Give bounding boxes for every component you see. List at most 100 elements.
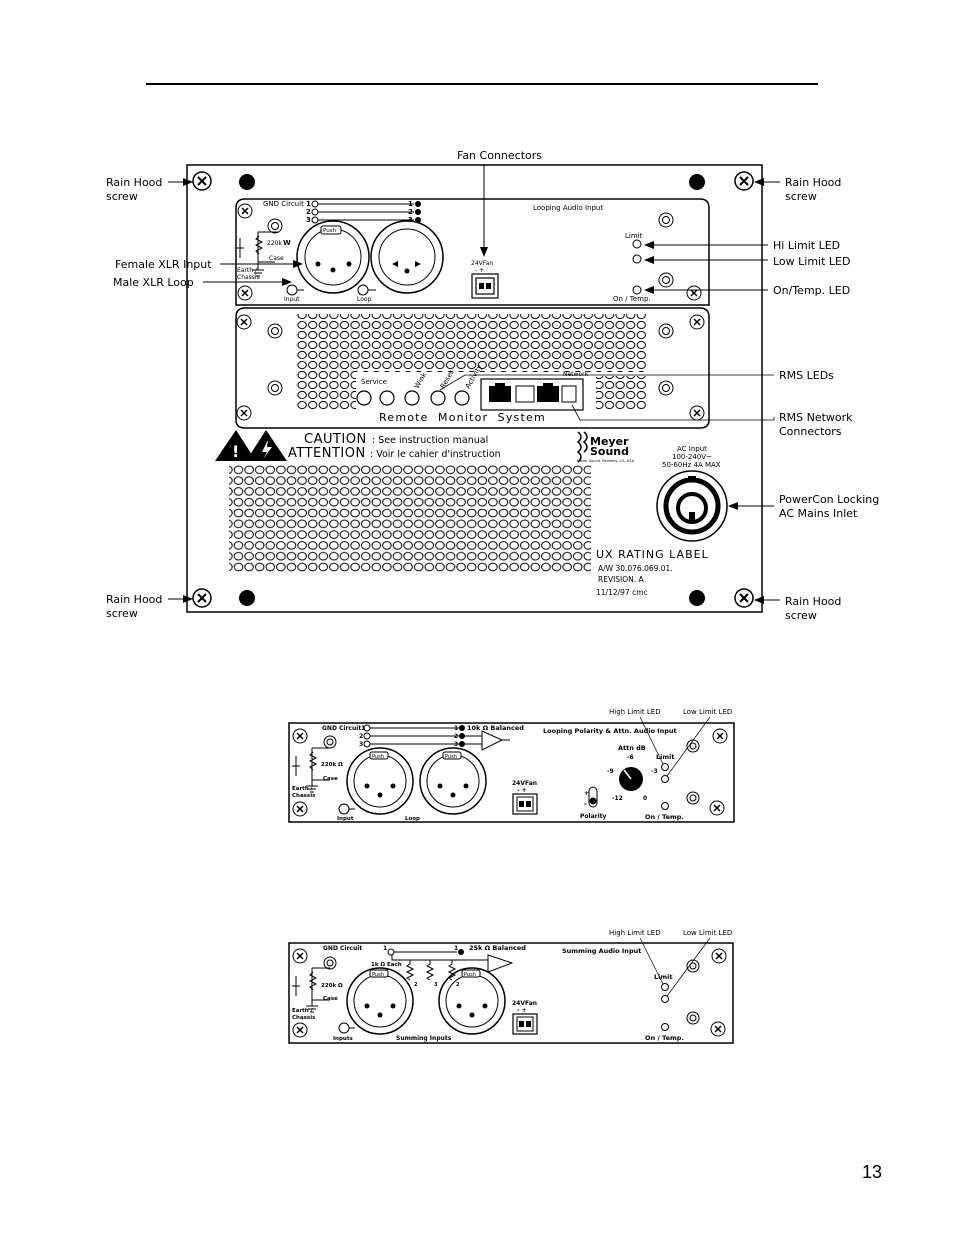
- screw-icon: [237, 285, 253, 301]
- resistor-label: 220k Ω: [321, 762, 343, 768]
- push-label: Push: [445, 754, 457, 760]
- pin-dot-icon: [415, 201, 421, 207]
- ux-rating-label: UX RATING LABEL: [596, 548, 709, 561]
- fan-24v-label: 24VFan: [512, 780, 537, 787]
- rain-hood-screw-tl: screw: [106, 190, 138, 203]
- gnd-circuit-label: GND Circuit: [322, 725, 361, 732]
- gnd-circuit-label: GND Circuit: [323, 945, 362, 952]
- pin-ring-icon: [311, 208, 319, 216]
- mount-ring-icon: [658, 323, 674, 339]
- limit-label: Limit: [625, 232, 643, 240]
- high-limit-led: [661, 983, 669, 991]
- pin-number: 2: [456, 982, 460, 988]
- mount-hole-icon: [239, 590, 255, 606]
- caution-triangle-icon: [215, 430, 256, 461]
- mount-ring-icon: [267, 218, 283, 234]
- network-label: Network: [563, 371, 589, 378]
- mount-ring-icon: [689, 1014, 697, 1022]
- fan-polarity-label: - +: [517, 1007, 527, 1014]
- pin-number: 1: [361, 725, 365, 732]
- fan-polarity-label: - +: [475, 267, 484, 274]
- pin-number: 1: [454, 945, 458, 952]
- female-xlr-input-callout: Female XLR Input: [115, 258, 212, 271]
- figure-2-polarity-attn-module: GND Circuit 1 2 3 1 2 3 10k Ω Balanced L…: [288, 708, 735, 823]
- rain-hood-screw-icon: [192, 588, 212, 608]
- rain-hood-screw-bl: screw: [106, 607, 138, 620]
- low-limit-leader: [666, 716, 711, 777]
- pin-number: 2: [306, 208, 311, 216]
- screw-icon: [292, 801, 308, 817]
- screw-icon: [236, 405, 252, 421]
- figure-1-rear-panel: GND Circuit 1 2 3 1 2 3 220k W Case Eart…: [106, 149, 879, 622]
- female-xlr-input-connector: Push: [296, 220, 370, 294]
- case-label: Case: [269, 255, 284, 262]
- female-xlr-input-connector-2: Push: [438, 967, 506, 1035]
- mount-ring-icon: [271, 222, 279, 230]
- ac-input-label: AC Input: [677, 445, 707, 453]
- mount-hole-icon: [239, 174, 255, 190]
- on-temp-led: [661, 802, 669, 810]
- looping-audio-input-label: Looping Audio Input: [533, 204, 603, 212]
- mount-ring-icon: [689, 794, 697, 802]
- ac-volts-label: 100-240V~: [672, 453, 712, 461]
- rms-leds-leader: [439, 374, 466, 391]
- rms-vent-grille: [594, 376, 646, 410]
- mount-ring-icon: [323, 735, 337, 749]
- mount-ring-icon: [267, 380, 283, 396]
- loop-jack-icon: [357, 284, 376, 296]
- input-label: Input: [337, 816, 354, 822]
- aw-number: A/W 30.076.069.01.: [598, 564, 673, 573]
- low-limit-led-callout: Low Limit LED: [683, 708, 732, 716]
- module-2-outline: [288, 722, 735, 823]
- mount-ring-icon: [686, 959, 700, 973]
- limit-label: Limit: [654, 973, 672, 981]
- attention-text: : Voir le cahier d'instruction: [370, 449, 501, 460]
- mount-ring-icon: [271, 384, 279, 392]
- polarity-plus: +: [584, 790, 589, 797]
- powercon-callout-1: PowerCon Locking: [779, 493, 879, 506]
- rms-network-callout-2: Connectors: [779, 425, 842, 438]
- mount-ring-icon: [689, 962, 697, 970]
- rms-leds-callout: RMS LEDs: [779, 369, 834, 382]
- summing-amp-icon: [391, 954, 514, 973]
- high-limit-led-callout: High Limit LED: [609, 708, 661, 716]
- screw-icon: [709, 800, 725, 816]
- rain-hood-callout-br: Rain Hood: [785, 595, 841, 608]
- pin-number: 2: [454, 733, 458, 740]
- polarity-minus: -: [584, 800, 587, 808]
- gnd-schematic: [236, 231, 278, 277]
- rain-hood-screw-icon: [734, 171, 754, 191]
- powercon-inlet: [656, 470, 728, 542]
- rms-network-leader: [571, 404, 775, 421]
- mount-ring-icon: [271, 327, 279, 335]
- chassis-label: Chassis: [237, 274, 260, 281]
- rain-hood-callout-bl: Rain Hood: [106, 593, 162, 606]
- screw-icon: [292, 948, 308, 964]
- gnd-schematic: [292, 967, 330, 1013]
- service-button: [356, 390, 372, 406]
- lightning-icon: [262, 440, 272, 459]
- high-limit-leader: [639, 716, 664, 765]
- caution-word: CAUTION: [304, 432, 367, 447]
- female-xlr-input-connector: Push: [346, 967, 414, 1035]
- fan-connectors-callout: Fan Connectors: [457, 149, 542, 162]
- module-title: Looping Polarity & Attn. Audio Input: [543, 727, 677, 735]
- chassis-label: Chassis: [292, 793, 316, 799]
- low-limit-leader: [666, 937, 711, 997]
- pin-dot-icon: [415, 209, 421, 215]
- rms-vent-grille: [296, 372, 360, 410]
- mount-ring-icon: [662, 216, 670, 224]
- screw-icon: [712, 728, 728, 744]
- knob-tick-m9: -9: [607, 768, 614, 775]
- earth-label: Earth /: [237, 267, 258, 274]
- push-label: Push: [323, 228, 337, 234]
- pin-number: 1: [383, 945, 387, 952]
- main-vent-grille: [229, 464, 591, 572]
- fan-connector: [512, 1013, 538, 1035]
- hi-limit-led: [632, 239, 642, 249]
- screw-icon: [710, 1021, 726, 1037]
- mount-ring-icon: [658, 212, 674, 228]
- mount-ring-icon: [686, 791, 700, 805]
- low-limit-led: [661, 995, 669, 1003]
- balanced-label: 25k Ω Balanced: [469, 944, 526, 952]
